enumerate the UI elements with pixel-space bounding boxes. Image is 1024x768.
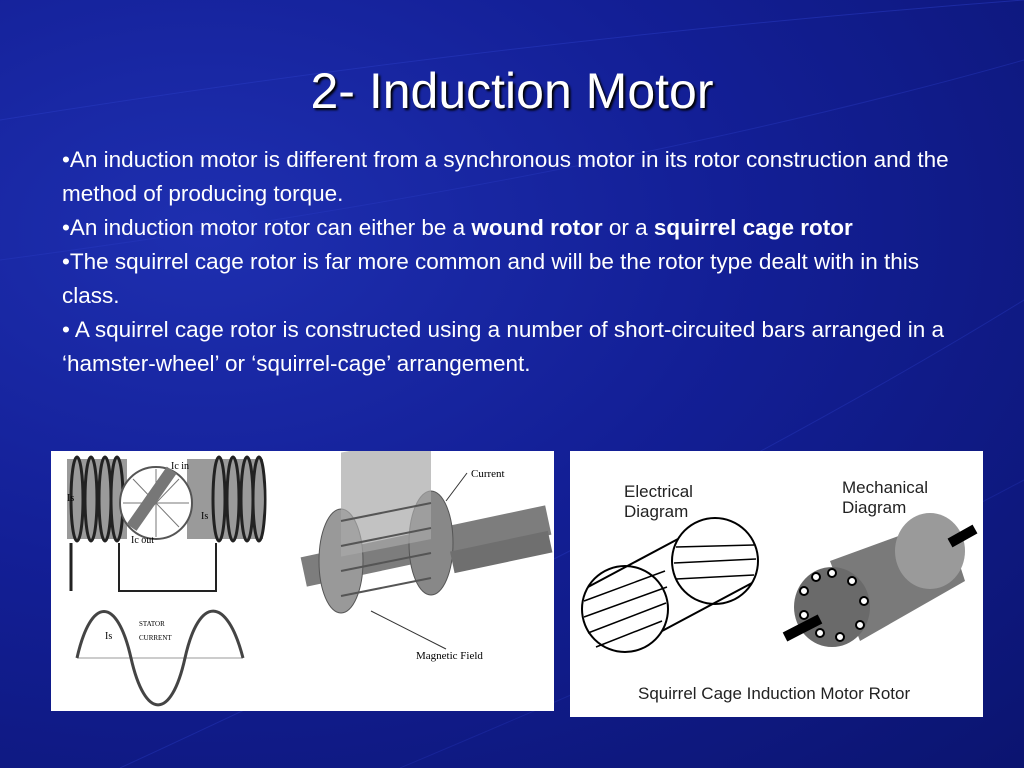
bullet-marker: • <box>62 215 70 240</box>
electrical-label-line2: Diagram <box>624 502 688 521</box>
circuit-wire <box>118 543 217 592</box>
mechanical-label-line2: Diagram <box>842 498 906 517</box>
is-left-label: Is <box>67 493 74 504</box>
current-label: Current <box>471 468 505 480</box>
bullet-text: A squirrel cage rotor is constructed usi… <box>62 317 945 376</box>
mechanical-label-line1: Mechanical <box>842 478 928 497</box>
bullet-text: An induction motor is different from a s… <box>62 147 949 206</box>
squirrel-cage-figure: Electrical Diagram Mechanical Diagram Sq… <box>570 451 983 717</box>
bullet-item: •An induction motor rotor can either be … <box>62 211 962 245</box>
stator-label: STATOR <box>139 620 165 628</box>
squirrel-cage-drawing: Electrical Diagram Mechanical Diagram Sq… <box>581 478 978 703</box>
field-lines <box>123 469 189 537</box>
bullet-marker: • <box>62 317 75 342</box>
electrical-label-line1: Electrical <box>624 482 693 501</box>
electrical-cylinder <box>581 517 759 653</box>
current-wave-label: CURRENT <box>139 634 172 642</box>
is-wave-label: Is <box>105 631 112 642</box>
slide-title: 2- Induction Motor <box>310 63 714 119</box>
bullet-text: The squirrel cage rotor is far more comm… <box>62 249 920 308</box>
bullet-text: or a <box>602 215 654 240</box>
stator-rotor-drawing: Ic in Is Is Ic out Is STATOR CURRENT Cur… <box>67 451 553 707</box>
bullet-bold-term: squirrel cage rotor <box>653 215 853 240</box>
bullet-list: •An induction motor is different from a … <box>62 143 962 381</box>
bullet-marker: • <box>62 147 70 172</box>
bullet-item: • A squirrel cage rotor is constructed u… <box>62 313 962 381</box>
cage-rotor-3d <box>300 451 553 614</box>
ic-out-label: Ic out <box>131 535 154 546</box>
winding-left <box>69 455 125 543</box>
ic-in-label: Ic in <box>171 461 189 472</box>
electrical-bars <box>583 544 757 648</box>
figure-caption: Squirrel Cage Induction Motor Rotor <box>638 684 910 703</box>
sine-wave <box>75 609 245 707</box>
bullet-item: •An induction motor is different from a … <box>62 143 962 211</box>
stator-rotor-figure: Ic in Is Is Ic out Is STATOR CURRENT Cur… <box>51 451 554 711</box>
bullet-marker: • <box>62 249 70 274</box>
bullet-bold-term: wound rotor <box>471 215 603 240</box>
is-right-label: Is <box>201 511 208 522</box>
winding-right <box>211 455 267 543</box>
field-arrow <box>370 610 447 650</box>
mechanical-rotor <box>782 513 978 647</box>
bullet-item: •The squirrel cage rotor is far more com… <box>62 245 962 313</box>
current-arrow <box>445 472 468 502</box>
magnetic-field-label: Magnetic Field <box>416 650 483 662</box>
bullet-text: An induction motor rotor can either be a <box>69 215 472 240</box>
